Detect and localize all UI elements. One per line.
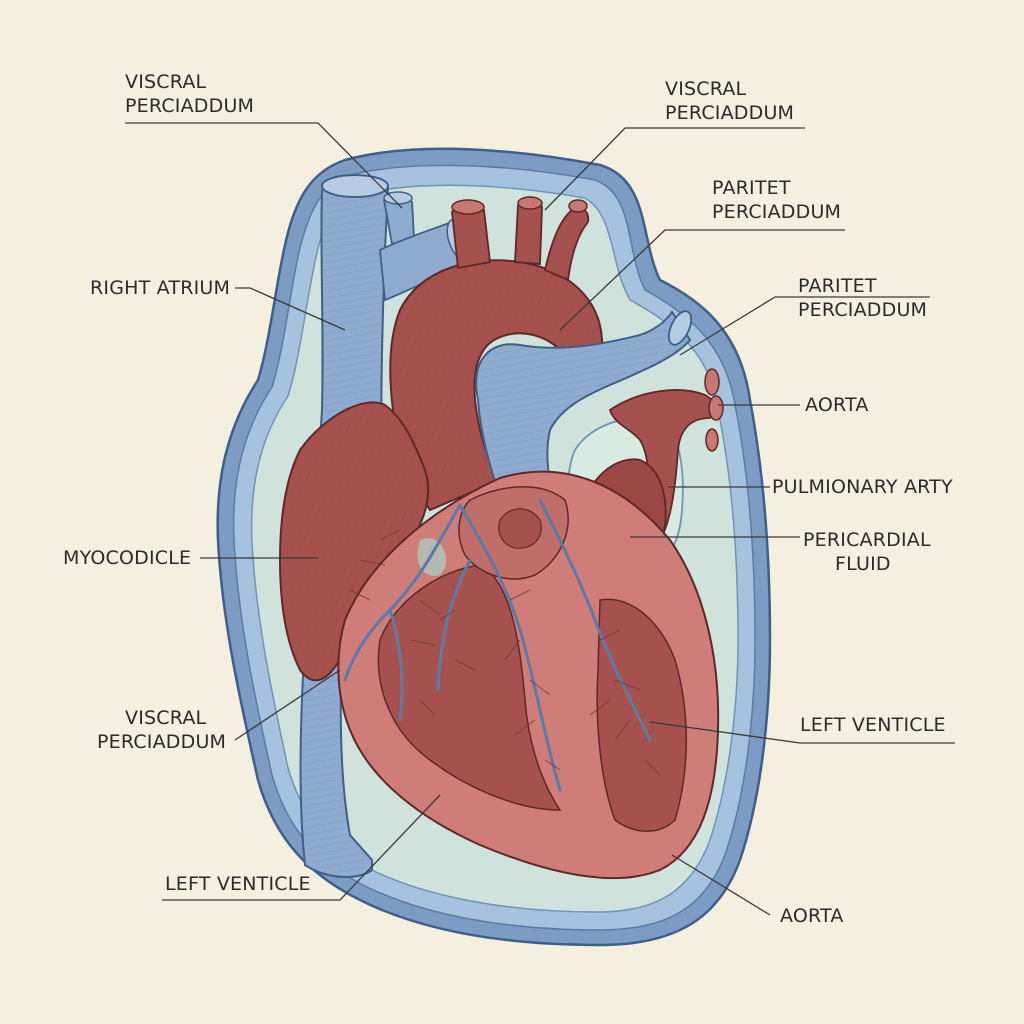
label-aorta-bottom: AORTA bbox=[780, 905, 844, 927]
label-visceral-top-left-line1: VISCRAL bbox=[125, 71, 207, 93]
pulmonary-opening bbox=[667, 310, 693, 346]
left-ventricle-chamber bbox=[377, 564, 562, 811]
right-ventricle-chamber bbox=[596, 598, 687, 832]
label-visceral-bottom-left-line1: VISCRAL bbox=[125, 707, 207, 729]
label-left-ventricle-bottom: LEFT VENTICLE bbox=[165, 873, 311, 895]
label-myocardium: MYOCODICLE bbox=[63, 547, 192, 569]
label-visceral-top-right: VISCRAL PERCIADDUM bbox=[665, 77, 794, 125]
label-pericardial-fluid: PERICARDIAL FLUID bbox=[803, 528, 931, 576]
label-visceral-top-left-line2: PERCIADDUM bbox=[125, 95, 255, 117]
label-visceral-top-right-line2: PERCIADDUM bbox=[665, 102, 795, 124]
label-parietal-upper: PARITET PERCIADDUM bbox=[712, 176, 841, 224]
label-pulmonary-artery: PULMIONARY ARTY bbox=[772, 476, 953, 498]
label-parietal-upper-line1: PARITET bbox=[712, 177, 791, 199]
label-pericardial-fluid-line1: PERICARDIAL bbox=[803, 529, 931, 551]
coronary-vessels bbox=[343, 498, 652, 792]
label-pericardial-fluid-line2: FLUID bbox=[835, 553, 891, 575]
label-parietal-lower: PARITET PERCIADDUM bbox=[798, 274, 927, 322]
coronary-fine-branches bbox=[349, 529, 661, 776]
label-parietal-lower-line2: PERCIADDUM bbox=[798, 299, 928, 321]
svc-opening bbox=[321, 174, 389, 198]
label-right-atrium: RIGHT ATRIUM bbox=[90, 277, 231, 299]
label-visceral-bottom-left-line2: PERCIADDUM bbox=[97, 731, 227, 753]
label-visceral-top-right-line1: VISCRAL bbox=[665, 78, 747, 100]
label-parietal-upper-line2: PERCIADDUM bbox=[712, 201, 842, 223]
label-parietal-lower-line1: PARITET bbox=[798, 275, 877, 297]
leader-lines bbox=[125, 122, 955, 916]
label-aorta-right: AORTA bbox=[805, 394, 869, 416]
label-visceral-bottom-left: VISCRAL PERCIADDUM bbox=[97, 706, 226, 754]
label-visceral-top-left: VISCRAL PERCIADDUM bbox=[125, 70, 254, 118]
label-left-ventricle-right: LEFT VENTICLE bbox=[800, 714, 946, 736]
left-atrium-vessel bbox=[608, 389, 716, 542]
